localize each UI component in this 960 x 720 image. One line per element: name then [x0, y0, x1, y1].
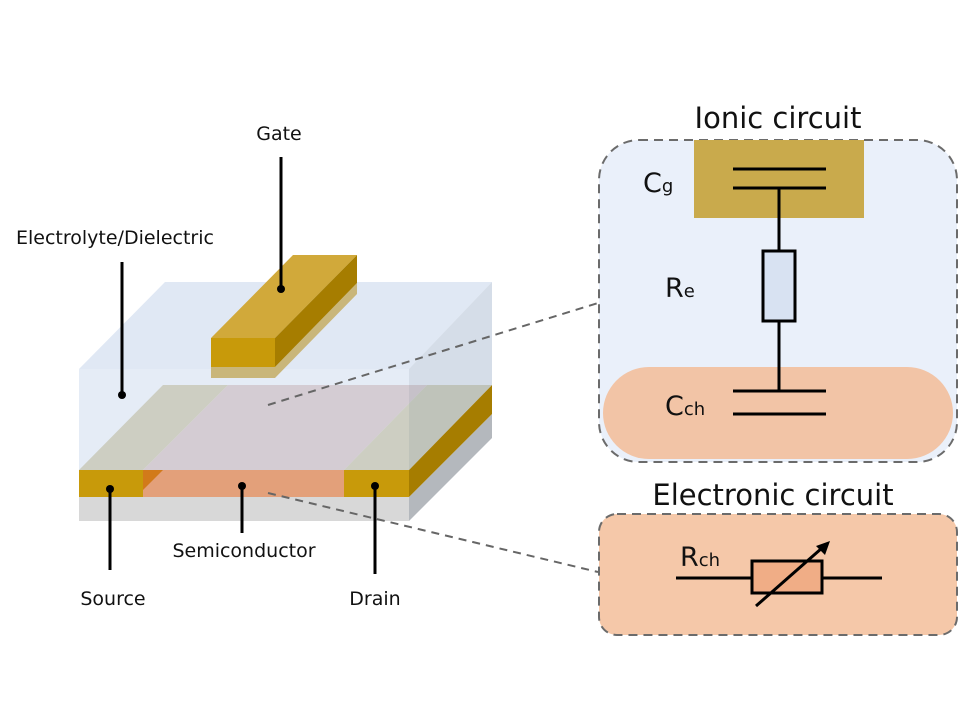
device-illustration [79, 255, 492, 521]
rch-label: Rch [680, 542, 720, 573]
electrolyte-label: Electrolyte/Dielectric [16, 227, 214, 249]
gate-dielectric-strip [211, 283, 357, 378]
ionic-circuit-title: Ionic circuit [695, 101, 862, 135]
connector-ionic [267, 302, 599, 406]
semiconductor-corner [143, 470, 163, 490]
cg-label: Cg [643, 168, 673, 199]
re-resistor-icon [761, 249, 797, 323]
re-label: Re [665, 273, 695, 304]
drain-side [409, 385, 492, 497]
source-electrode [79, 470, 143, 497]
variable-arrow-icon [755, 546, 823, 608]
substrate-front [79, 497, 409, 521]
gate-top [211, 255, 357, 338]
electronic-circuit-title: Electronic circuit [652, 478, 893, 512]
gate-label: Gate [256, 123, 302, 145]
cch-label: Cch [665, 391, 705, 422]
electrolyte-side [409, 282, 492, 470]
leader-lines [108, 157, 377, 574]
arrowhead-icon [816, 541, 830, 555]
semiconductor-label: Semiconductor [172, 540, 315, 562]
drain-label: Drain [349, 588, 400, 610]
source-label: Source [80, 588, 145, 610]
gate-front [211, 338, 275, 367]
leader-dots [106, 285, 379, 493]
electrolyte-front [79, 369, 409, 470]
connector-electronic [267, 492, 599, 573]
gate-side [275, 255, 357, 367]
ionic-circuit-wires [733, 167, 826, 416]
substrate-side [409, 414, 492, 521]
